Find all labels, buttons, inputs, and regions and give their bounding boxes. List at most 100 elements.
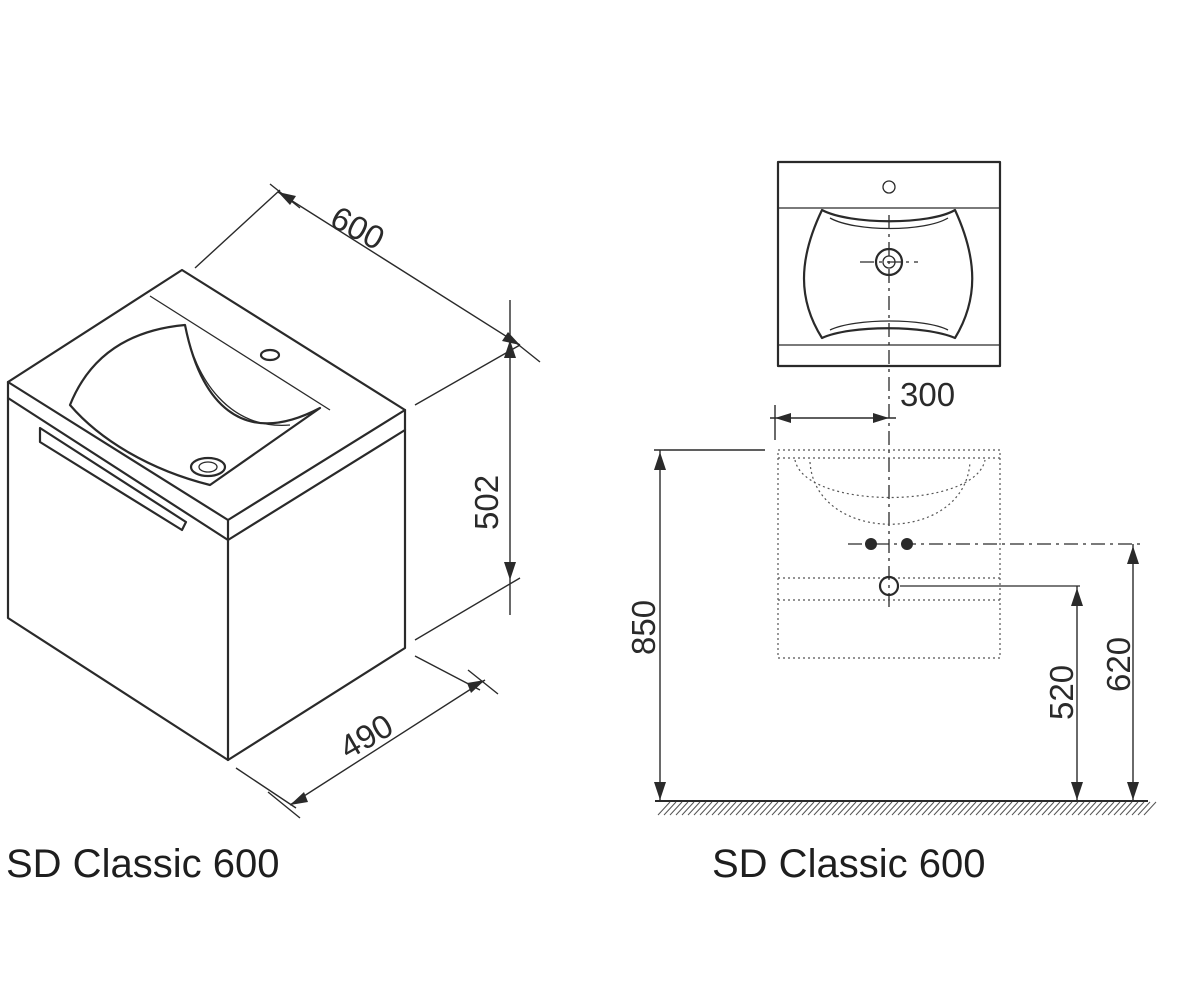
floor-hatch	[921, 801, 935, 816]
front-view: 300 850 520 620	[625, 215, 1157, 816]
floor-hatch	[855, 801, 869, 816]
dim-width-label: 600	[325, 199, 391, 258]
floor-hatch	[957, 801, 971, 816]
floor-hatch	[897, 801, 911, 816]
waste-pipe-icon	[878, 575, 900, 597]
floor-hatch	[981, 801, 995, 816]
floor-hatch	[807, 801, 821, 816]
floor-hatch	[939, 801, 953, 816]
floor-hatch	[831, 801, 845, 816]
floor-hatch	[951, 801, 965, 816]
floor-hatch	[789, 801, 803, 816]
floor-hatch	[1113, 801, 1127, 816]
floor-hatch	[891, 801, 905, 816]
floor-hatch	[867, 801, 881, 816]
floor-hatch	[999, 801, 1013, 816]
floor-hatch	[723, 801, 737, 816]
floor-hatch	[777, 801, 791, 816]
floor-hatch	[753, 801, 767, 816]
dim-supply-height-label: 620	[1100, 637, 1137, 692]
floor-hatch	[837, 801, 851, 816]
floor-hatch	[1053, 801, 1067, 816]
floor-hatch	[735, 801, 749, 816]
floor-hatch	[1035, 801, 1049, 816]
floor-hatch	[741, 801, 755, 816]
floor-hatch	[705, 801, 719, 816]
floor-hatch	[843, 801, 857, 816]
floor-hatch	[819, 801, 833, 816]
dim-waste-height-label: 520	[1043, 665, 1080, 720]
floor-hatch	[987, 801, 1001, 816]
drain-icon	[189, 456, 227, 478]
floor-hatch	[681, 801, 695, 816]
floor-hatch	[693, 801, 707, 816]
dim-offset-label: 300	[900, 376, 955, 413]
floor-hatch	[1005, 801, 1019, 816]
floor-hatch	[909, 801, 923, 816]
floor-hatch	[1119, 801, 1133, 816]
floor-hatch	[825, 801, 839, 816]
floor-hatch	[849, 801, 863, 816]
floor-hatch	[1011, 801, 1025, 816]
floor-hatch	[1107, 801, 1121, 816]
basin-top	[6, 268, 407, 522]
floor-hatch	[1017, 801, 1031, 816]
floor-hatch	[729, 801, 743, 816]
floor-hatch	[663, 801, 677, 816]
floor-line	[655, 800, 1157, 816]
floor-hatch	[1041, 801, 1055, 816]
floor-hatch	[813, 801, 827, 816]
bowl-plan	[802, 208, 974, 340]
floor-hatch	[933, 801, 947, 816]
floor-hatch	[1077, 801, 1091, 816]
floor-hatch	[771, 801, 785, 816]
floor-hatch	[699, 801, 713, 816]
isometric-view: 600 502 490	[6, 183, 541, 819]
floor-hatch	[1101, 801, 1115, 816]
floor-hatch	[915, 801, 929, 816]
floor-hatch	[765, 801, 779, 816]
floor-hatch	[1137, 801, 1151, 816]
floor-hatch	[969, 801, 983, 816]
floor-hatch	[903, 801, 917, 816]
basin-plan	[776, 160, 1002, 368]
drawer-handle	[38, 426, 188, 532]
floor-hatch	[783, 801, 797, 816]
floor-hatch	[669, 801, 683, 816]
floor-hatch	[861, 801, 875, 816]
dim-mount-height-label: 850	[625, 600, 662, 655]
floor-hatch	[1065, 801, 1079, 816]
floor-hatch	[963, 801, 977, 816]
floor-hatch	[801, 801, 815, 816]
floor-hatch	[1059, 801, 1073, 816]
cabinet-side	[226, 428, 407, 762]
floor-hatch	[879, 801, 893, 816]
right-caption: SD Classic 600	[712, 842, 986, 886]
floor-hatch	[1089, 801, 1103, 816]
floor-hatch	[1131, 801, 1145, 816]
floor-hatch	[873, 801, 887, 816]
basin-bowl	[68, 323, 322, 487]
floor-hatch	[1083, 801, 1097, 816]
floor-hatch	[1095, 801, 1109, 816]
floor-hatch	[1143, 801, 1157, 816]
floor-hatch	[975, 801, 989, 816]
floor-hatch	[993, 801, 1007, 816]
cabinet-outline	[777, 449, 1001, 659]
floor-hatch	[1047, 801, 1061, 816]
floor-hatch	[687, 801, 701, 816]
left-caption: SD Classic 600	[6, 842, 280, 886]
floor-hatch	[1071, 801, 1085, 816]
floor-hatch	[1029, 801, 1043, 816]
floor-hatch	[795, 801, 809, 816]
floor-hatch	[675, 801, 689, 816]
fixing-point-left	[865, 538, 877, 550]
floor-hatch	[1125, 801, 1139, 816]
floor-hatch	[945, 801, 959, 816]
floor-hatch	[717, 801, 731, 816]
floor-hatch	[1023, 801, 1037, 816]
floor-hatch	[711, 801, 725, 816]
tap-hole-icon	[259, 348, 281, 362]
floor-hatch	[657, 801, 671, 816]
